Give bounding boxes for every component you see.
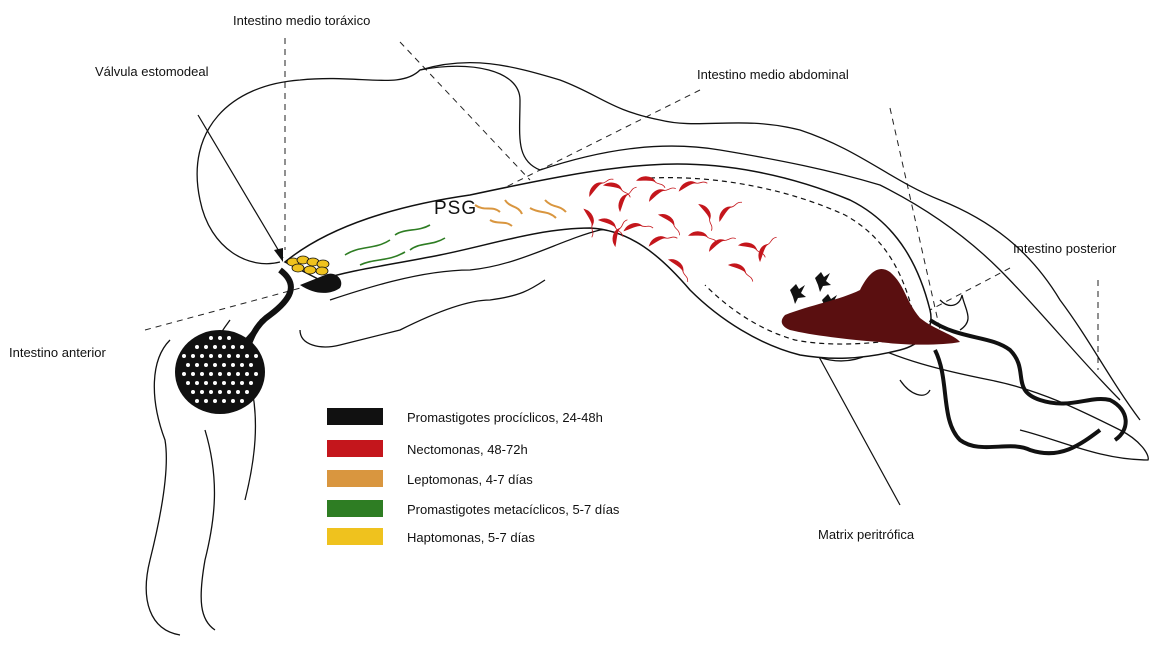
legend-label: Haptomonas, 5-7 días: [407, 530, 535, 545]
legend-label: Promastigotes procíclicos, 24-48h: [407, 410, 603, 425]
crop-dot: [231, 345, 235, 349]
crop-dot: [249, 363, 253, 367]
crop-dot: [195, 381, 199, 385]
crop-dot: [213, 381, 217, 385]
crop-dot: [236, 354, 240, 358]
crop-dot: [209, 390, 213, 394]
crop-dot: [191, 390, 195, 394]
crop-dot: [213, 399, 217, 403]
legend-swatch: [327, 470, 383, 487]
crop-dot: [204, 345, 208, 349]
crop-dot: [240, 399, 244, 403]
crop-dot: [213, 345, 217, 349]
hindgut-tube: [930, 320, 1126, 440]
crop-dot: [222, 381, 226, 385]
label-hindgut: Intestino posterior: [1013, 242, 1116, 255]
crop-dot: [186, 363, 190, 367]
label-foregut: Intestino anterior: [9, 346, 106, 359]
crop-dot: [236, 372, 240, 376]
crop-dot: [213, 363, 217, 367]
crop-dot: [245, 354, 249, 358]
legend-label: Promastigotes metacíclicos, 5-7 días: [407, 502, 619, 517]
crop-dot: [222, 345, 226, 349]
crop-dot: [254, 354, 258, 358]
crop-dot: [218, 354, 222, 358]
crop-dot: [191, 372, 195, 376]
crop-dot: [218, 372, 222, 376]
foregut-structure: [175, 270, 341, 414]
crop-dot: [191, 354, 195, 358]
crop-dot: [231, 381, 235, 385]
crop-dot: [222, 399, 226, 403]
legend-label: Nectomonas, 48-72h: [407, 442, 528, 457]
legend-swatch: [327, 528, 383, 545]
fly-body-outline: [146, 63, 1148, 635]
crop-dot: [204, 381, 208, 385]
crop-dot: [186, 381, 190, 385]
crop-dot: [195, 363, 199, 367]
crop-dot: [204, 399, 208, 403]
label-midgut-abdominal: Intestino medio abdominal: [697, 68, 849, 81]
legend-label: Leptomonas, 4-7 días: [407, 472, 533, 487]
label-psg: PSG: [434, 198, 477, 220]
crop-dot: [209, 336, 213, 340]
crop-dot: [240, 381, 244, 385]
crop-dot: [195, 345, 199, 349]
crop-dot: [227, 336, 231, 340]
crop-dot: [200, 372, 204, 376]
crop-dot: [227, 354, 231, 358]
crop-dot: [200, 354, 204, 358]
crop-dot: [222, 363, 226, 367]
crop-dot: [182, 372, 186, 376]
crop-dot: [200, 390, 204, 394]
crop-dot: [195, 399, 199, 403]
crop-dot: [231, 363, 235, 367]
label-midgut-thoracic: Intestino medio toráxico: [233, 14, 370, 27]
crop-dot: [218, 336, 222, 340]
legend-swatch: [327, 440, 383, 457]
crop-dot: [227, 372, 231, 376]
label-peritrophic-matrix: Matrix peritrófica: [818, 528, 914, 541]
label-stomodeal-valve: Válvula estomodeal: [95, 65, 208, 78]
crop-dot: [204, 363, 208, 367]
crop-dot: [231, 399, 235, 403]
crop-dot: [209, 354, 213, 358]
legend-swatch: [327, 500, 383, 517]
crop-dot: [254, 372, 258, 376]
crop-dot: [218, 390, 222, 394]
crop-dot: [249, 381, 253, 385]
crop-dot: [182, 354, 186, 358]
crop-dot: [245, 390, 249, 394]
arrow-head: [274, 248, 283, 262]
crop-dot: [236, 390, 240, 394]
crop-dot: [209, 372, 213, 376]
crop-dot: [240, 363, 244, 367]
legend-swatch: [327, 408, 383, 425]
crop-dot: [240, 345, 244, 349]
crop-dot: [245, 372, 249, 376]
crop-dot: [227, 390, 231, 394]
